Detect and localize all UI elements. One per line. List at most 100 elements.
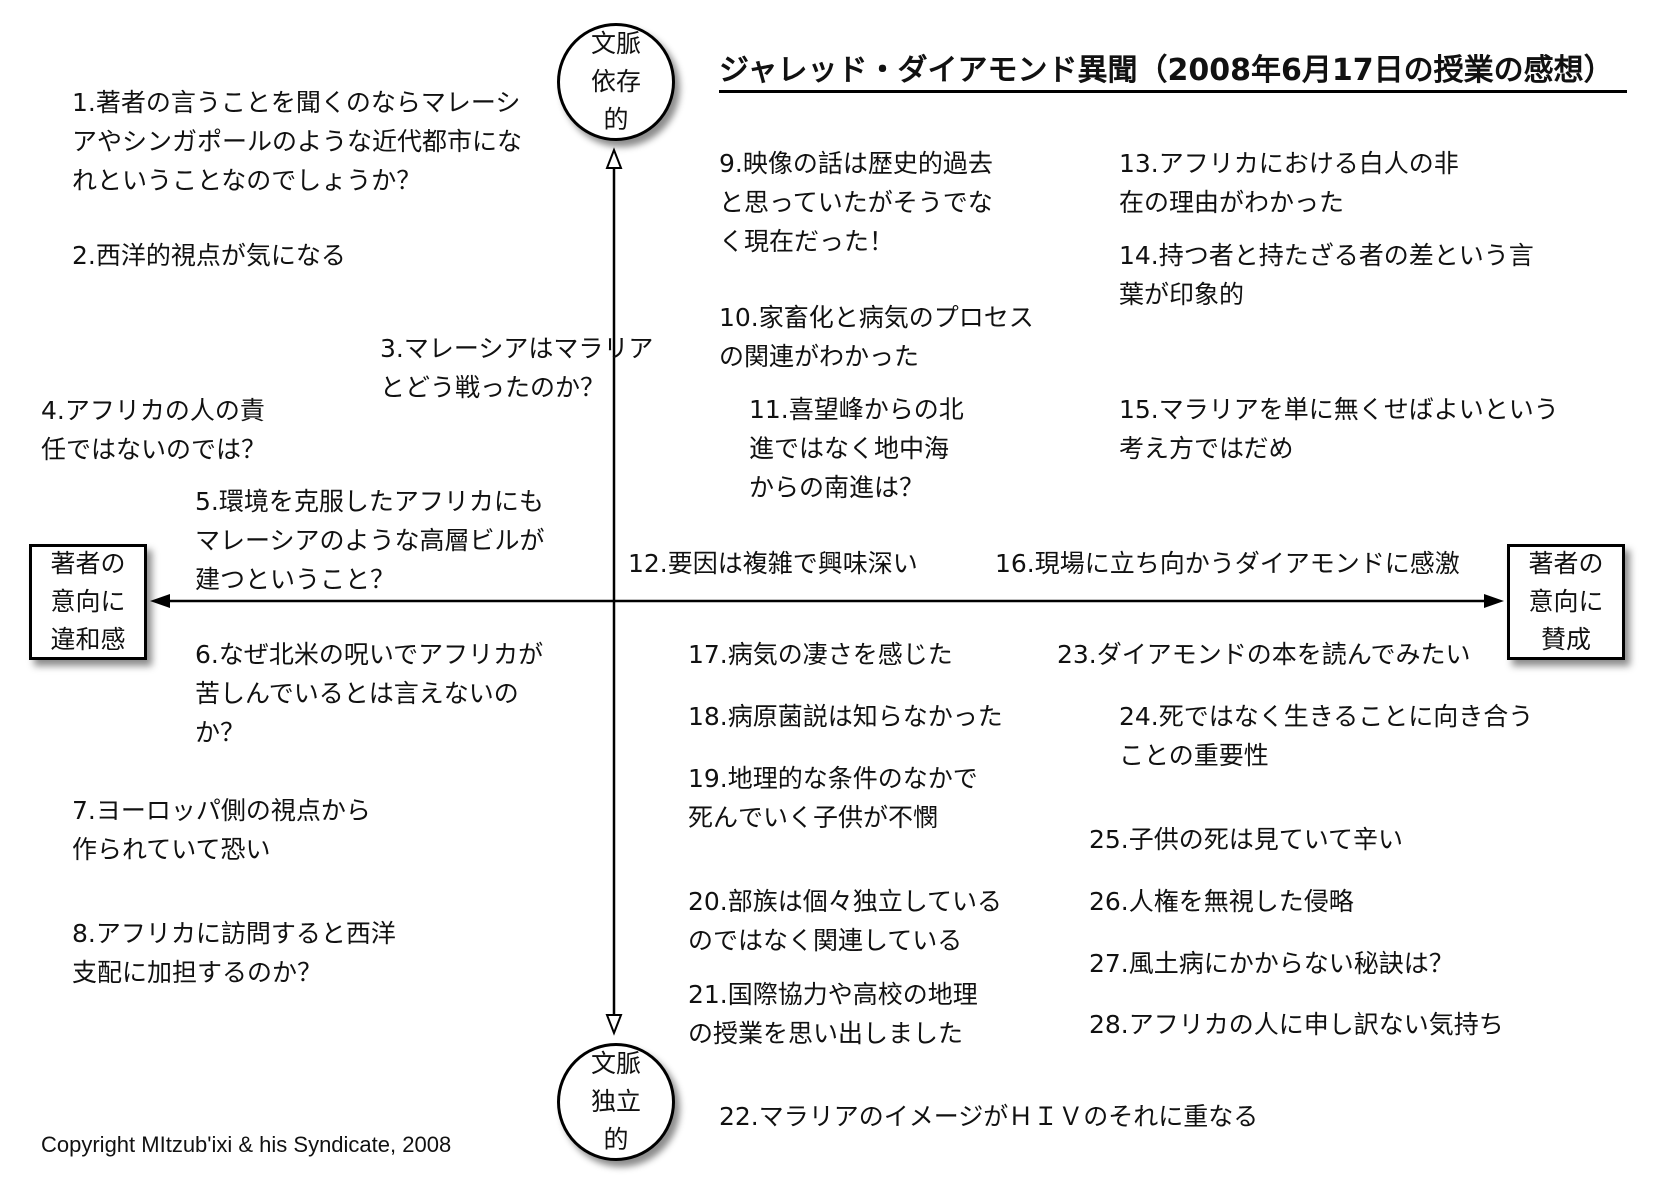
comment-14: 14.持つ者と持たざる者の差という言 葉が印象的 (1119, 236, 1534, 314)
comment-line: 27.風土病にかからない秘訣は？ (1089, 949, 1454, 978)
comment-line: 21.国際協力や高校の地理 (688, 980, 978, 1009)
comment-line: 作られていて恐い (72, 835, 271, 864)
comment-line: の授業を思い出しました (688, 1019, 964, 1048)
comment-9: 9.映像の話は歴史的過去 と思っていたがそうでな く現在だった！ (719, 144, 993, 261)
comment-line: 19.地理的な条件のなかで (688, 764, 978, 793)
comment-3: 3.マレーシアはマラリア とどう戦ったのか？ (380, 329, 653, 407)
comment-line: 26.人権を無視した侵略 (1089, 887, 1354, 916)
arrow-up-icon (605, 147, 623, 169)
comment-25: 25.子供の死は見ていて辛い (1089, 820, 1403, 859)
axis-left-line: 違和感 (50, 625, 126, 654)
arrow-down-icon (605, 1014, 623, 1036)
axis-bottom-context-independent: 文脈 独立 的 (557, 1043, 675, 1161)
comment-6: 6.なぜ北米の呪いでアフリカが 苦しんでいるとは言えないの か？ (195, 635, 543, 752)
comment-12: 12.要因は複雑で興味深い (628, 544, 918, 583)
comment-line: マレーシアのような高層ビルが (195, 526, 545, 555)
comment-16: 16.現場に立ち向かうダイアモンドに感激 (995, 544, 1460, 583)
comment-line: 13.アフリカにおける白人の非 (1119, 149, 1459, 178)
axis-right-agree: 著者の 意向に 賛成 (1507, 544, 1625, 660)
comment-18: 18.病原菌説は知らなかった (688, 697, 1003, 736)
comment-line: とどう戦ったのか？ (380, 373, 606, 402)
comment-line: 20.部族は個々独立している (688, 887, 1003, 916)
copyright-notice: Copyright MItzub'ixi & his Syndicate, 20… (41, 1132, 452, 1157)
comment-line: か？ (195, 718, 246, 747)
comment-line: 14.持つ者と持たざる者の差という言 (1119, 241, 1534, 270)
comment-line: 25.子供の死は見ていて辛い (1089, 825, 1404, 854)
axis-top-line: 的 (603, 105, 629, 134)
diagram-title: ジャレッド・ダイアモンド異聞（2008年6月17日の授業の感想） (719, 53, 1614, 88)
comment-line: アやシンガポールのような近代都市にな (72, 127, 523, 156)
comment-line: 15.マラリアを単に無くせばよいという (1119, 395, 1559, 424)
comment-8: 8.アフリカに訪問すると西洋 支配に加担するのか？ (72, 914, 396, 992)
comment-line: 18.病原菌説は知らなかった (688, 702, 1003, 731)
comment-line: く現在だった！ (719, 227, 895, 256)
axis-top-line: 依存 (590, 67, 641, 96)
comment-20: 20.部族は個々独立している のではなく関連している (688, 882, 1002, 960)
comment-line: ことの重要性 (1119, 741, 1269, 770)
axis-right-line: 著者の (1528, 549, 1604, 578)
comment-line: 任ではないのでは？ (41, 435, 267, 464)
comment-line: 28.アフリカの人に申し訳ない気持ち (1089, 1010, 1504, 1039)
comment-line: 葉が印象的 (1119, 280, 1245, 309)
comment-line: 死んでいく子供が不憫 (688, 803, 939, 832)
comment-line: 2.西洋的視点が気になる (72, 241, 346, 270)
comment-7: 7.ヨーロッパ側の視点から 作られていて恐い (72, 791, 371, 869)
comment-line: 1.著者の言うことを聞くのならマレーシ (72, 88, 521, 117)
comment-2: 2.西洋的視点が気になる (72, 236, 346, 275)
comment-line: 7.ヨーロッパ側の視点から (72, 796, 371, 825)
comment-line: 23.ダイアモンドの本を読んでみたい (1057, 640, 1471, 669)
comment-line: 11.喜望峰からの北 (749, 395, 964, 424)
comment-line: 支配に加担するのか？ (72, 958, 323, 987)
comment-11: 11.喜望峰からの北 進ではなく地中海 からの南進は？ (749, 390, 964, 507)
axis-left-line: 意向に (50, 587, 126, 616)
comment-10: 10.家畜化と病気のプロセス の関連がわかった (719, 298, 1034, 376)
comment-19: 19.地理的な条件のなかで 死んでいく子供が不憫 (688, 759, 978, 837)
comment-line: 24.死ではなく生きることに向き合う (1119, 702, 1534, 731)
axis-bottom-line: 独立 (590, 1087, 641, 1116)
comment-26: 26.人権を無視した侵略 (1089, 882, 1354, 921)
comment-line: 16.現場に立ち向かうダイアモンドに感激 (995, 549, 1460, 578)
comment-line: 進ではなく地中海 (749, 434, 950, 463)
comment-line: 苦しんでいるとは言えないの (195, 679, 519, 708)
comment-line: 考え方ではだめ (1119, 434, 1294, 463)
arrow-left-icon (150, 594, 170, 608)
arrow-right-icon (1484, 594, 1504, 608)
comment-28: 28.アフリカの人に申し訳ない気持ち (1089, 1005, 1504, 1044)
comment-line: 在の理由がわかった (1119, 188, 1345, 217)
comment-line: 12.要因は複雑で興味深い (628, 549, 918, 578)
comment-line: と思っていたがそうでな (719, 188, 993, 217)
axis-top-context-dependent: 文脈 依存 的 (557, 23, 675, 141)
comment-15: 15.マラリアを単に無くせばよいという 考え方ではだめ (1119, 390, 1559, 468)
comment-4: 4.アフリカの人の責 任ではないのでは？ (41, 391, 266, 469)
comment-13: 13.アフリカにおける白人の非 在の理由がわかった (1119, 144, 1459, 222)
axis-top-line: 文脈 (590, 29, 641, 58)
comment-line: のではなく関連している (688, 926, 963, 955)
comment-line: 9.映像の話は歴史的過去 (719, 149, 993, 178)
comment-line: 17.病気の凄さを感じた (688, 640, 953, 669)
comment-1: 1.著者の言うことを聞くのならマレーシ アやシンガポールのような近代都市にな れ… (72, 83, 522, 200)
axis-bottom-line: 文脈 (590, 1049, 641, 1078)
axis-bottom-line: 的 (603, 1125, 629, 1154)
axis-left-disagree: 著者の 意向に 違和感 (29, 544, 147, 660)
comment-line: 建つということ？ (195, 565, 396, 594)
comment-23: 23.ダイアモンドの本を読んでみたい (1057, 635, 1471, 674)
axis-right-line: 賛成 (1540, 625, 1591, 654)
comment-line: からの南進は？ (749, 473, 925, 502)
title-underline (719, 90, 1627, 93)
comment-line: れということなのでしょうか？ (72, 166, 422, 195)
comment-21: 21.国際協力や高校の地理 の授業を思い出しました (688, 975, 978, 1053)
comment-line: 5.環境を克服したアフリカにも (195, 487, 544, 516)
comment-line: 6.なぜ北米の呪いでアフリカが (195, 640, 544, 669)
comment-17: 17.病気の凄さを感じた (688, 635, 953, 674)
axis-right-line: 意向に (1528, 587, 1604, 616)
comment-line: 3.マレーシアはマラリア (380, 334, 654, 363)
comment-22: 22.マラリアのイメージがＨＩＶのそれに重なる (719, 1097, 1258, 1136)
comment-line: の関連がわかった (719, 342, 920, 371)
comment-24: 24.死ではなく生きることに向き合う ことの重要性 (1119, 697, 1533, 775)
comment-line: 22.マラリアのイメージがＨＩＶのそれに重なる (719, 1102, 1259, 1131)
axis-left-line: 著者の (50, 549, 126, 578)
comment-27: 27.風土病にかからない秘訣は？ (1089, 944, 1454, 983)
